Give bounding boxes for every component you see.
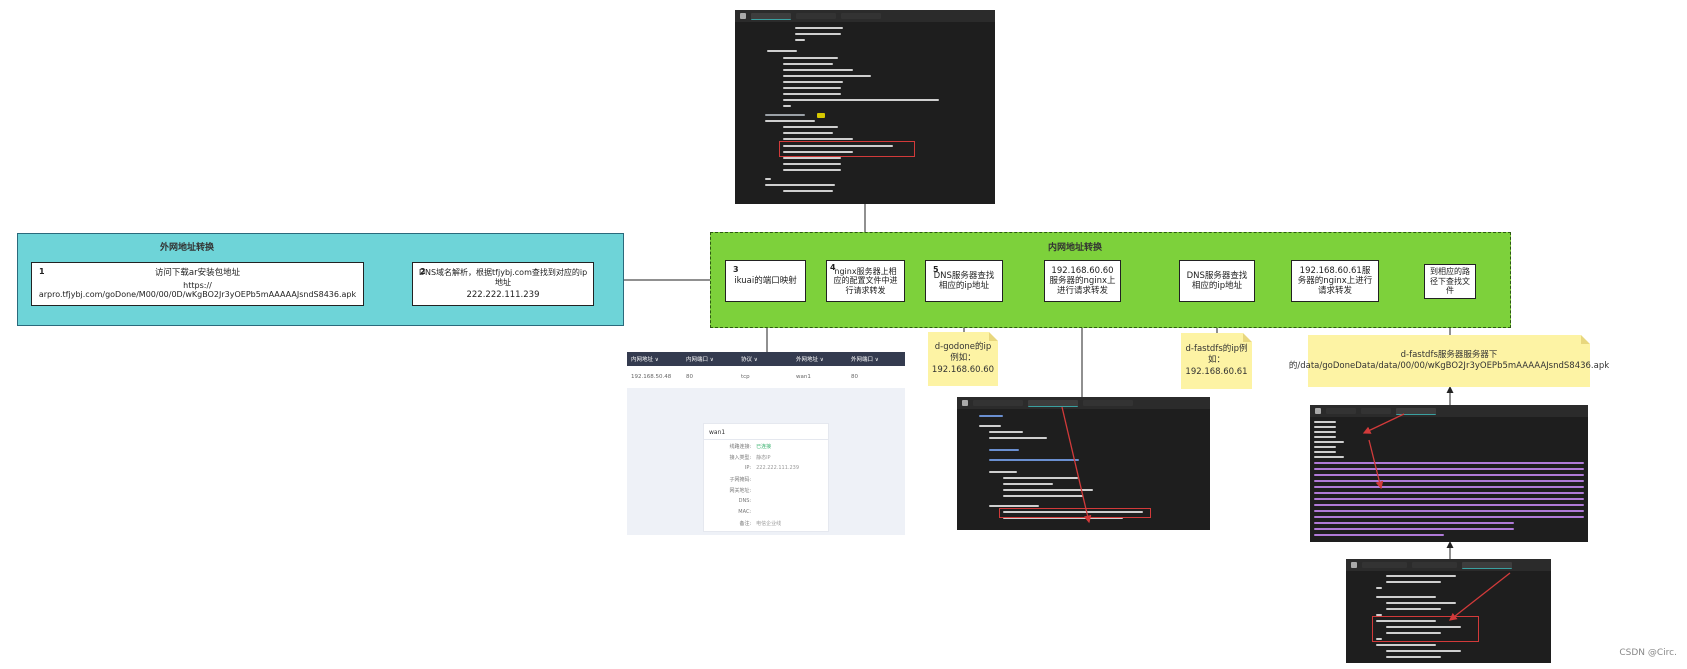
watermark: CSDN @Circ. — [1619, 648, 1677, 658]
wan1-info-card: wan1 线路连接:已连接 接入类型:静态IP IP:222.222.111.2… — [703, 423, 829, 532]
red-arrow-fastdfs-list-2 — [1368, 439, 1384, 490]
step2-ip: 222.222.111.239 — [466, 289, 540, 300]
step2-node: 2 DNS域名解析，根据tfjybj.com查找到对应的ip地址 222.222… — [412, 262, 594, 306]
proxy-pass-highlight — [779, 141, 915, 157]
step1-url: https:// arpro.tfjybj.com/goDone/M00/00/… — [38, 280, 357, 300]
red-arrow-godone — [1061, 406, 1092, 524]
terminal-tabs — [735, 10, 995, 22]
step1-description: 访问下载ar安装包地址 — [154, 268, 241, 279]
external-panel-title: 外网地址转换 — [160, 243, 215, 253]
node-godone-nginx: 192.168.60.60服务器的nginx上进行请求转发 — [1044, 260, 1121, 302]
red-arrow-fastdfs-list — [1362, 413, 1405, 434]
step1-number: 1 — [39, 267, 45, 276]
wan1-title: wan1 — [709, 429, 726, 436]
step1-node: 1 访问下载ar安装包地址 https:// arpro.tfjybj.com/… — [31, 262, 364, 306]
red-arrow-fastdfs-config — [1448, 572, 1511, 621]
godone-nginx-screenshot — [957, 397, 1210, 530]
step2-description: DNS域名解析，根据tfjybj.com查找到对应的ip地址 — [418, 268, 588, 287]
note-godone-ip: d-godone的ip例如：192.168.60.60 — [928, 332, 998, 386]
node-dns-lookup-1: 5 DNS服务器查找相应的ip地址 — [925, 260, 1003, 302]
fastdfs-config-screenshot — [1346, 559, 1551, 663]
fastdfs-file-list-screenshot — [1310, 405, 1588, 542]
ikuai-table-row: 192.168.50.48 80 tcp wan1 80 — [627, 366, 905, 388]
step2-number: 2 — [420, 267, 426, 276]
node-find-file: 到相应的路径下查找文件 — [1424, 264, 1476, 299]
node-ikuai-port-mapping: 3 ikuai的端口映射 — [725, 260, 806, 302]
internal-panel-title: 内网地址转换 — [1048, 243, 1103, 253]
node-nginx-forward: 4 nginx服务器上相应的配置文件中进行请求转发 — [826, 260, 905, 302]
ikuai-table-header: 内网地址 ∨ 内网端口 ∨ 协议 ∨ 外网地址 ∨ 外网端口 ∨ — [627, 352, 905, 366]
note-fastdfs-ip: d-fastdfs的ip例如：192.168.60.61 — [1181, 333, 1252, 389]
note-fastdfs-path: d-fastdfs服务器服务器下的/data/goDoneData/data/0… — [1289, 335, 1609, 387]
node-fastdfs-nginx: 192.168.60.61服务器的nginx上进行请求转发 — [1291, 260, 1379, 302]
node-dns-lookup-2: DNS服务器查找相应的ip地址 — [1179, 260, 1255, 302]
nginx-config-screenshot — [735, 10, 995, 204]
